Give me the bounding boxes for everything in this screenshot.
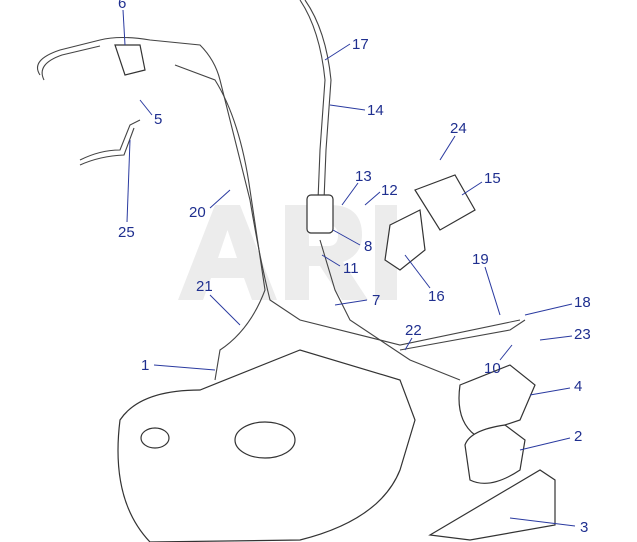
callout-18: 18: [574, 294, 591, 311]
callout-8: 8: [364, 238, 372, 255]
callout-13: 13: [355, 168, 372, 185]
callout-10: 10: [484, 360, 501, 377]
callout-12: 12: [381, 182, 398, 199]
fuel-pump-flange: [234, 421, 296, 459]
callout-19: 19: [472, 251, 489, 268]
callout-11: 11: [343, 260, 359, 277]
valve-bracket: [114, 44, 146, 76]
callout-6: 6: [118, 0, 126, 12]
callout-labels: 6 17 5 14 24 13 12 15 25 20 8 11 16 19 2…: [118, 0, 591, 536]
callout-24: 24: [450, 120, 467, 137]
callout-20: 20: [189, 204, 206, 221]
callout-3: 3: [580, 519, 588, 536]
fuel-filter: [306, 194, 334, 234]
callout-1: 1: [141, 357, 149, 374]
pump-cover: [458, 364, 536, 436]
fuel-pump: [464, 424, 526, 484]
callout-23: 23: [574, 326, 591, 343]
callout-25: 25: [118, 224, 135, 241]
callout-22: 22: [405, 322, 422, 339]
callout-15: 15: [484, 170, 501, 187]
callout-14: 14: [367, 102, 384, 119]
callout-5: 5: [154, 111, 162, 128]
callout-17: 17: [352, 36, 369, 53]
heat-shield: [428, 469, 556, 541]
leader-lines: [122, 9, 576, 527]
callout-21: 21: [196, 278, 213, 295]
control-module: [414, 174, 476, 231]
callout-2: 2: [574, 428, 582, 445]
filler-neck: [140, 427, 170, 449]
fuel-lines: [36, 0, 526, 381]
mounting-bracket: [384, 209, 426, 271]
callout-16: 16: [428, 288, 445, 305]
callout-4: 4: [574, 378, 582, 395]
callout-7: 7: [372, 292, 380, 309]
